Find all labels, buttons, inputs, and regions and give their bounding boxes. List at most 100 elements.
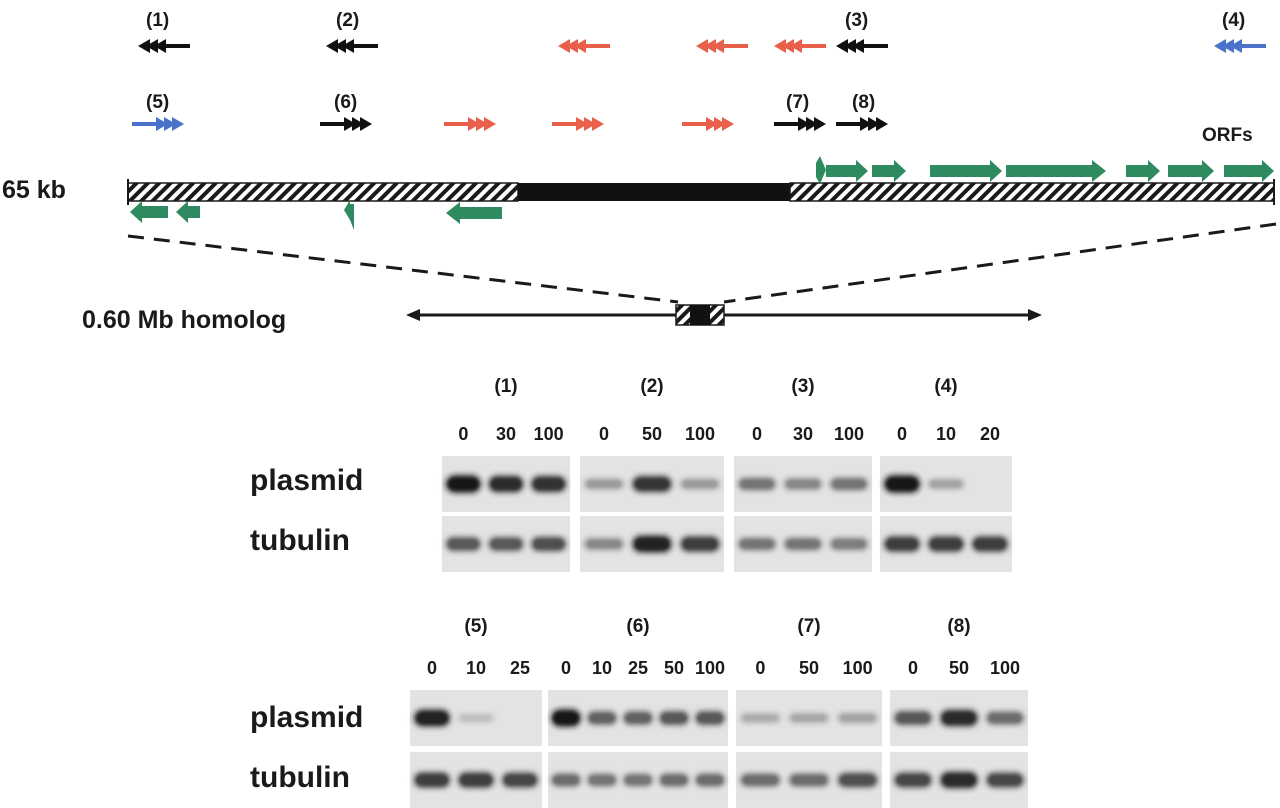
arrow-row-top [138,39,1266,53]
blot-band-core [697,713,723,723]
blot-panel-label: (6) [626,616,649,637]
lane-label: 30 [793,424,813,444]
zoom-lines [127,222,1277,304]
arrow-locus-5 [132,117,184,131]
blot-band-core [533,539,564,549]
tubulin-blot [890,752,1028,808]
blot-band-core [792,715,826,721]
lane-label: 100 [695,658,725,678]
blot-band-core [989,775,1021,785]
arrow-red-right-1 [444,117,496,131]
blot-band-core [589,776,615,784]
arrow-locus-7 [774,117,826,131]
arrow-red-left-1 [558,39,610,53]
arrow-locus-8 [836,117,888,131]
blot-band-core [930,481,962,487]
row-label-plasmid-bottom: plasmid [250,701,363,734]
plasmid-blot [442,456,570,512]
blot-band-core [533,479,564,489]
blot-panel-label: (1) [494,376,517,397]
blot-band-core [661,776,687,784]
homolog-label: 0.60 Mb homolog [82,306,286,334]
blot-panel-label: (3) [791,376,814,397]
lane-label: 0 [752,424,762,444]
tubulin-blot [548,752,728,808]
arrow-row-second [132,117,888,131]
blot-band-core [840,715,875,721]
blot-band-core [743,776,778,784]
row-label-plasmid-top: plasmid [250,464,363,497]
orf-arrow [446,202,502,224]
blot-panel-label: (7) [797,616,820,637]
blot-band-core [635,538,669,550]
lane-label: 100 [834,424,864,444]
lane-label: 25 [628,658,648,678]
blot-band-core [448,539,479,549]
arrow-locus-3 [836,39,888,53]
blot-band-core [741,540,773,548]
lane-label: 0 [427,658,437,678]
tubulin-blot [880,516,1012,572]
hatched-region-left [127,182,519,202]
arrow-red-right-2 [552,117,604,131]
lane-label: 10 [466,658,486,678]
plasmid-blot [890,690,1028,746]
arrow-locus-4 [1214,39,1266,53]
lane-label: 25 [510,658,530,678]
blot-band-core [661,713,687,723]
blot-band-core [833,480,865,488]
blot-band-core [897,775,929,785]
homolog-arrowhead-right [1028,309,1042,321]
locus-label-7: (7) [786,92,809,113]
locus-label-2: (2) [336,10,359,31]
orf-arrow [930,160,1002,182]
lane-label: 50 [642,424,662,444]
blot-band-core [683,480,717,488]
locus-label-6: (6) [334,92,357,113]
blot-band-core [491,539,521,549]
lane-label: 0 [908,658,918,678]
lane-label: 30 [496,424,516,444]
zoom-line-right [723,222,1277,304]
orf-arrows-reverse [130,200,502,230]
plasmid-blot [736,690,882,746]
lane-label: 50 [664,658,684,678]
blot-panel-label: (8) [947,616,970,637]
orf-arrow [816,156,826,184]
blot-band-core [974,539,1006,549]
tubulin-blot [734,516,872,572]
blot-band-core [792,776,826,784]
tubulin-blot [442,516,570,572]
hatched-region-right [789,182,1275,202]
lane-label: 100 [990,658,1020,678]
locus-label-8: (8) [852,92,875,113]
blot-band-core [886,478,918,490]
orf-arrow [176,201,200,223]
blot-band-core [787,540,819,548]
arrow-locus-2 [326,39,378,53]
lane-label: 10 [936,424,956,444]
blot-band-core [460,715,492,721]
blot-panel-label: (5) [464,616,487,637]
arrow-locus-1 [138,39,190,53]
arrow-locus-6 [320,117,372,131]
tubulin-blot [736,752,882,808]
locus-label-4: (4) [1222,10,1245,31]
locus-label-1: (1) [146,10,169,31]
blot-band-core [416,712,448,724]
blot-band-core [625,776,651,784]
blot-band-core [943,775,975,785]
locus-label-5: (5) [146,92,169,113]
zoom-line-left [127,234,679,304]
lane-label: 100 [534,424,564,444]
orf-arrows-forward [816,156,1274,184]
blot-band-core [460,775,492,785]
blot-band-core [448,478,479,490]
blot-band-core [683,539,717,549]
